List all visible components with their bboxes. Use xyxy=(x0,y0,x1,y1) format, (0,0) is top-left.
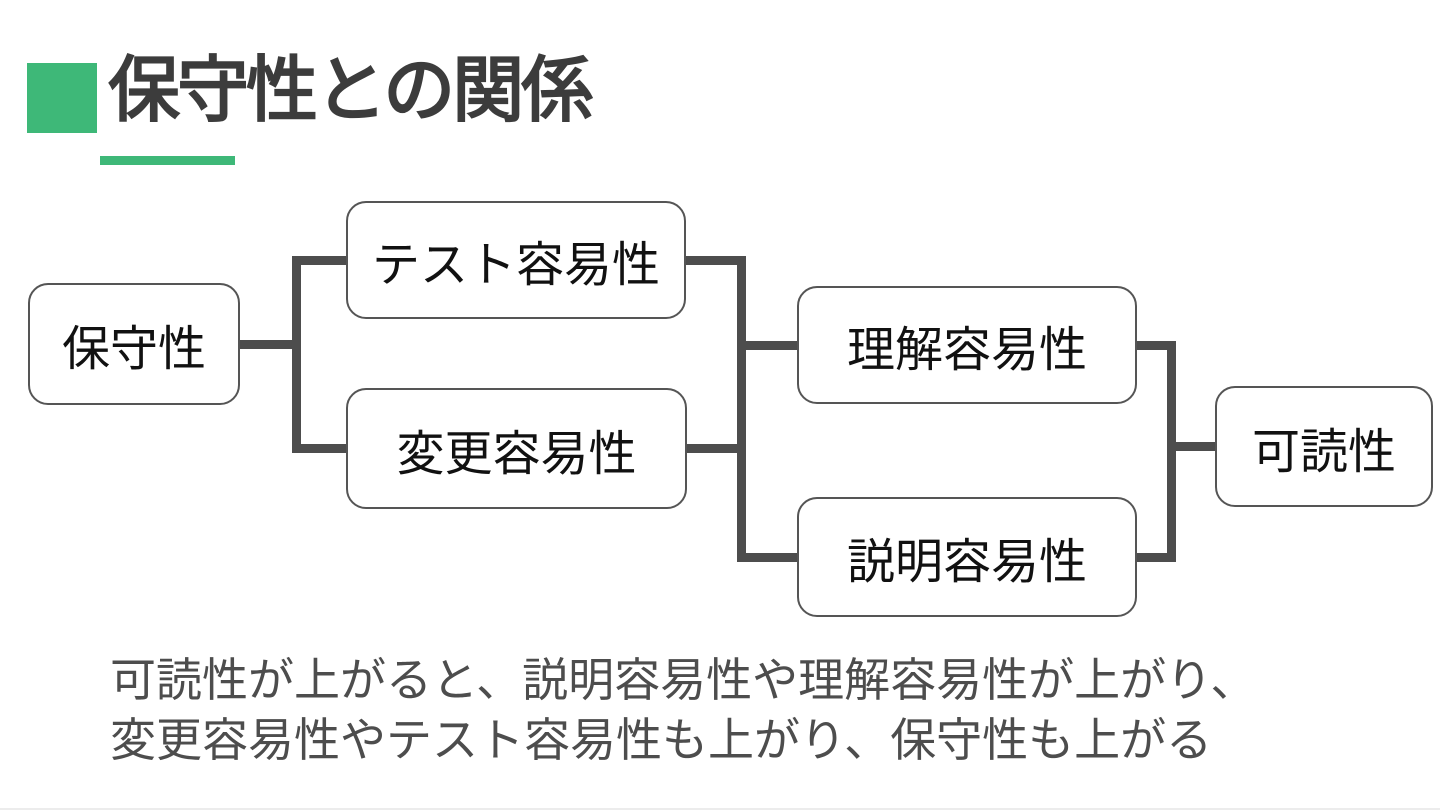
connector-middle-bus-trunk xyxy=(737,256,746,562)
caption-line-1: 可読性が上がると、説明容易性や理解容易性が上がり、 xyxy=(110,654,1257,706)
connector-left-bus-to-modifiability xyxy=(292,444,346,453)
node-testability-label: テスト容易性 xyxy=(371,239,660,292)
node-testability: テスト容易性 xyxy=(346,201,686,319)
connector-left-bus-trunk xyxy=(292,256,301,453)
connector-understandability-to-right-bus xyxy=(1137,341,1176,350)
node-understandability: 理解容易性 xyxy=(797,286,1137,404)
connector-right-bus-to-readability xyxy=(1167,442,1215,451)
node-explainability: 説明容易性 xyxy=(797,497,1137,617)
connector-explainability-to-right-bus xyxy=(1137,553,1176,562)
node-understandability-label: 理解容易性 xyxy=(846,324,1087,377)
connector-right-bus-trunk xyxy=(1167,341,1176,562)
accent-square xyxy=(27,63,97,133)
connector-middle-bus-to-understandability xyxy=(737,341,797,350)
caption-line-2: 変更容易性やテスト容易性も上がり、保守性も上がる xyxy=(110,714,1213,766)
slide-title: 保守性との関係 xyxy=(108,51,593,131)
node-maintainability-label: 保守性 xyxy=(61,323,206,376)
connector-left-bus-to-testability xyxy=(292,256,346,265)
node-modifiability: 変更容易性 xyxy=(346,388,687,509)
caption: 可読性が上がると、説明容易性や理解容易性が上がり、 変更容易性やテスト容易性も上… xyxy=(110,650,1256,770)
connector-maintainability-to-left-bus xyxy=(240,340,300,349)
connector-testability-to-middle-bus xyxy=(686,256,746,265)
node-readability-label: 可読性 xyxy=(1251,425,1396,479)
node-explainability-label: 説明容易性 xyxy=(846,536,1087,589)
title-underline xyxy=(100,156,235,165)
connector-middle-bus-to-explainability xyxy=(737,553,797,562)
node-maintainability: 保守性 xyxy=(28,283,240,405)
node-modifiability-label: 変更容易性 xyxy=(396,427,637,481)
node-readability: 可読性 xyxy=(1215,386,1433,507)
connector-modifiability-to-middle-bus xyxy=(686,444,746,453)
